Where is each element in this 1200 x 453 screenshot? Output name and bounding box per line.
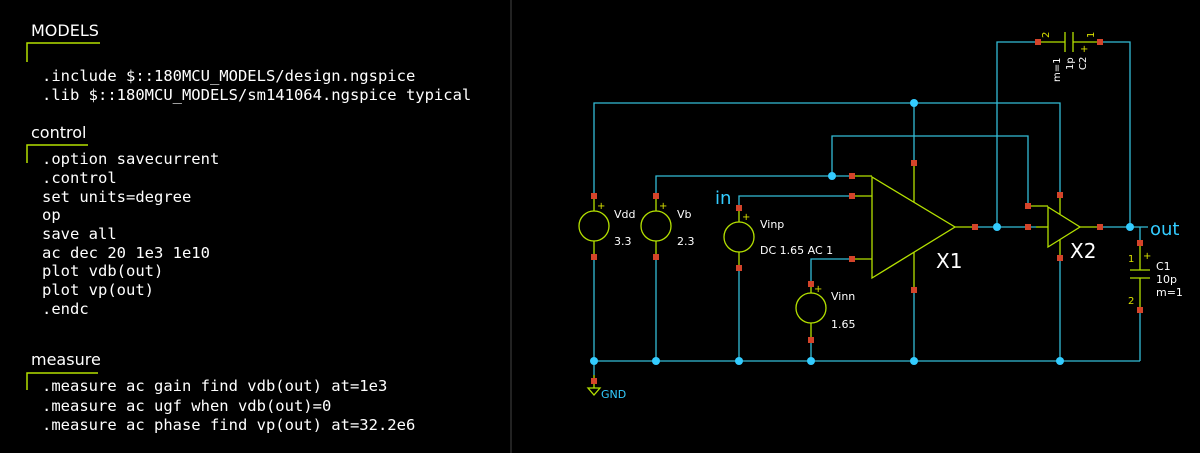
measure-line-2: .measure ac ugf when vdb(out)=0 [42,397,331,415]
control-line-8: plot vp(out) [42,281,154,299]
control-line-7: plot vdb(out) [42,262,163,280]
c2-mult: m=1 [1052,58,1063,82]
wire-vinn [810,258,852,284]
control-line-9: .endc [42,300,89,318]
wire-in [738,195,852,208]
control-line-2: .control [42,169,117,187]
junctions [590,99,1134,365]
models-bracket [26,42,100,62]
c1-mult: m=1 [1156,286,1183,299]
c2-plus: + [1080,44,1088,55]
pins [591,39,1143,384]
control-line-4: op [42,206,61,224]
vinp-value: DC 1.65 AC 1 [760,244,833,257]
control-line-5: save all [42,225,117,243]
measure-line-3: .measure ac phase find vp(out) at=32.2e6 [42,416,415,434]
c1-name: C1 [1156,260,1171,273]
models-title: MODELS [31,21,99,40]
vb-plus: + [659,201,667,212]
models-line-1: .include $::180MCU_MODELS/design.ngspice [42,67,415,85]
x2-name: X2 [1070,239,1096,263]
control-block[interactable]: control .option savecurrent .control set… [26,123,219,318]
net-label-gnd: GND [601,388,626,401]
control-line-3: set units=degree [42,188,191,206]
wire-c2-right [1100,41,1131,227]
vinp-name: Vinp [760,218,784,231]
netlist-panel: MODELS .include $::180MCU_MODELS/design.… [26,21,471,434]
c1-pin1: 1 [1128,254,1134,265]
measure-bracket [26,372,98,390]
x2-opamp[interactable] [1028,195,1100,258]
vb-value: 2.3 [677,235,695,248]
c2-name: C2 [1078,57,1089,70]
c1-value: 10p [1156,273,1177,286]
c1-capacitor[interactable] [1130,243,1150,310]
c1-pin2: 2 [1128,296,1134,307]
vb-name: Vb [677,208,692,221]
models-line-2: .lib $::180MCU_MODELS/sm141064.ngspice t… [42,86,471,104]
measure-line-1: .measure ac gain find vdb(out) at=1e3 [42,377,387,395]
vinn-name: Vinn [831,290,855,303]
c2-pin1: 1 [1086,32,1097,38]
vinn-plus: + [814,284,822,295]
wire-vdd-rail [593,102,1061,195]
wires [593,41,1148,375]
control-line-1: .option savecurrent [42,150,219,168]
c2-pin2: 2 [1041,32,1052,38]
wire-bias-x2 [831,135,1029,206]
net-label-out: out [1150,219,1179,240]
x1-opamp[interactable] [852,163,975,290]
models-block[interactable]: MODELS .include $::180MCU_MODELS/design.… [26,21,471,104]
wire-vb [655,175,852,196]
control-title: control [31,123,86,142]
c2-capacitor[interactable] [1038,32,1100,52]
vdd-plus: + [597,201,605,212]
vdd-value: 3.3 [614,235,632,248]
control-bracket [26,144,88,163]
vinp-plus: + [742,212,750,223]
c2-value: 1p [1065,57,1076,70]
vdd-name: Vdd [614,208,636,221]
measure-block[interactable]: measure .measure ac gain find vdb(out) a… [26,350,415,434]
control-line-6: ac dec 20 1e3 1e10 [42,244,210,262]
vinn-value: 1.65 [831,318,856,331]
c1-plus: + [1143,251,1151,262]
measure-title: measure [31,350,101,369]
wire-c2-left [996,41,1038,227]
net-label-in: in [715,188,731,209]
x1-name: X1 [936,249,962,273]
